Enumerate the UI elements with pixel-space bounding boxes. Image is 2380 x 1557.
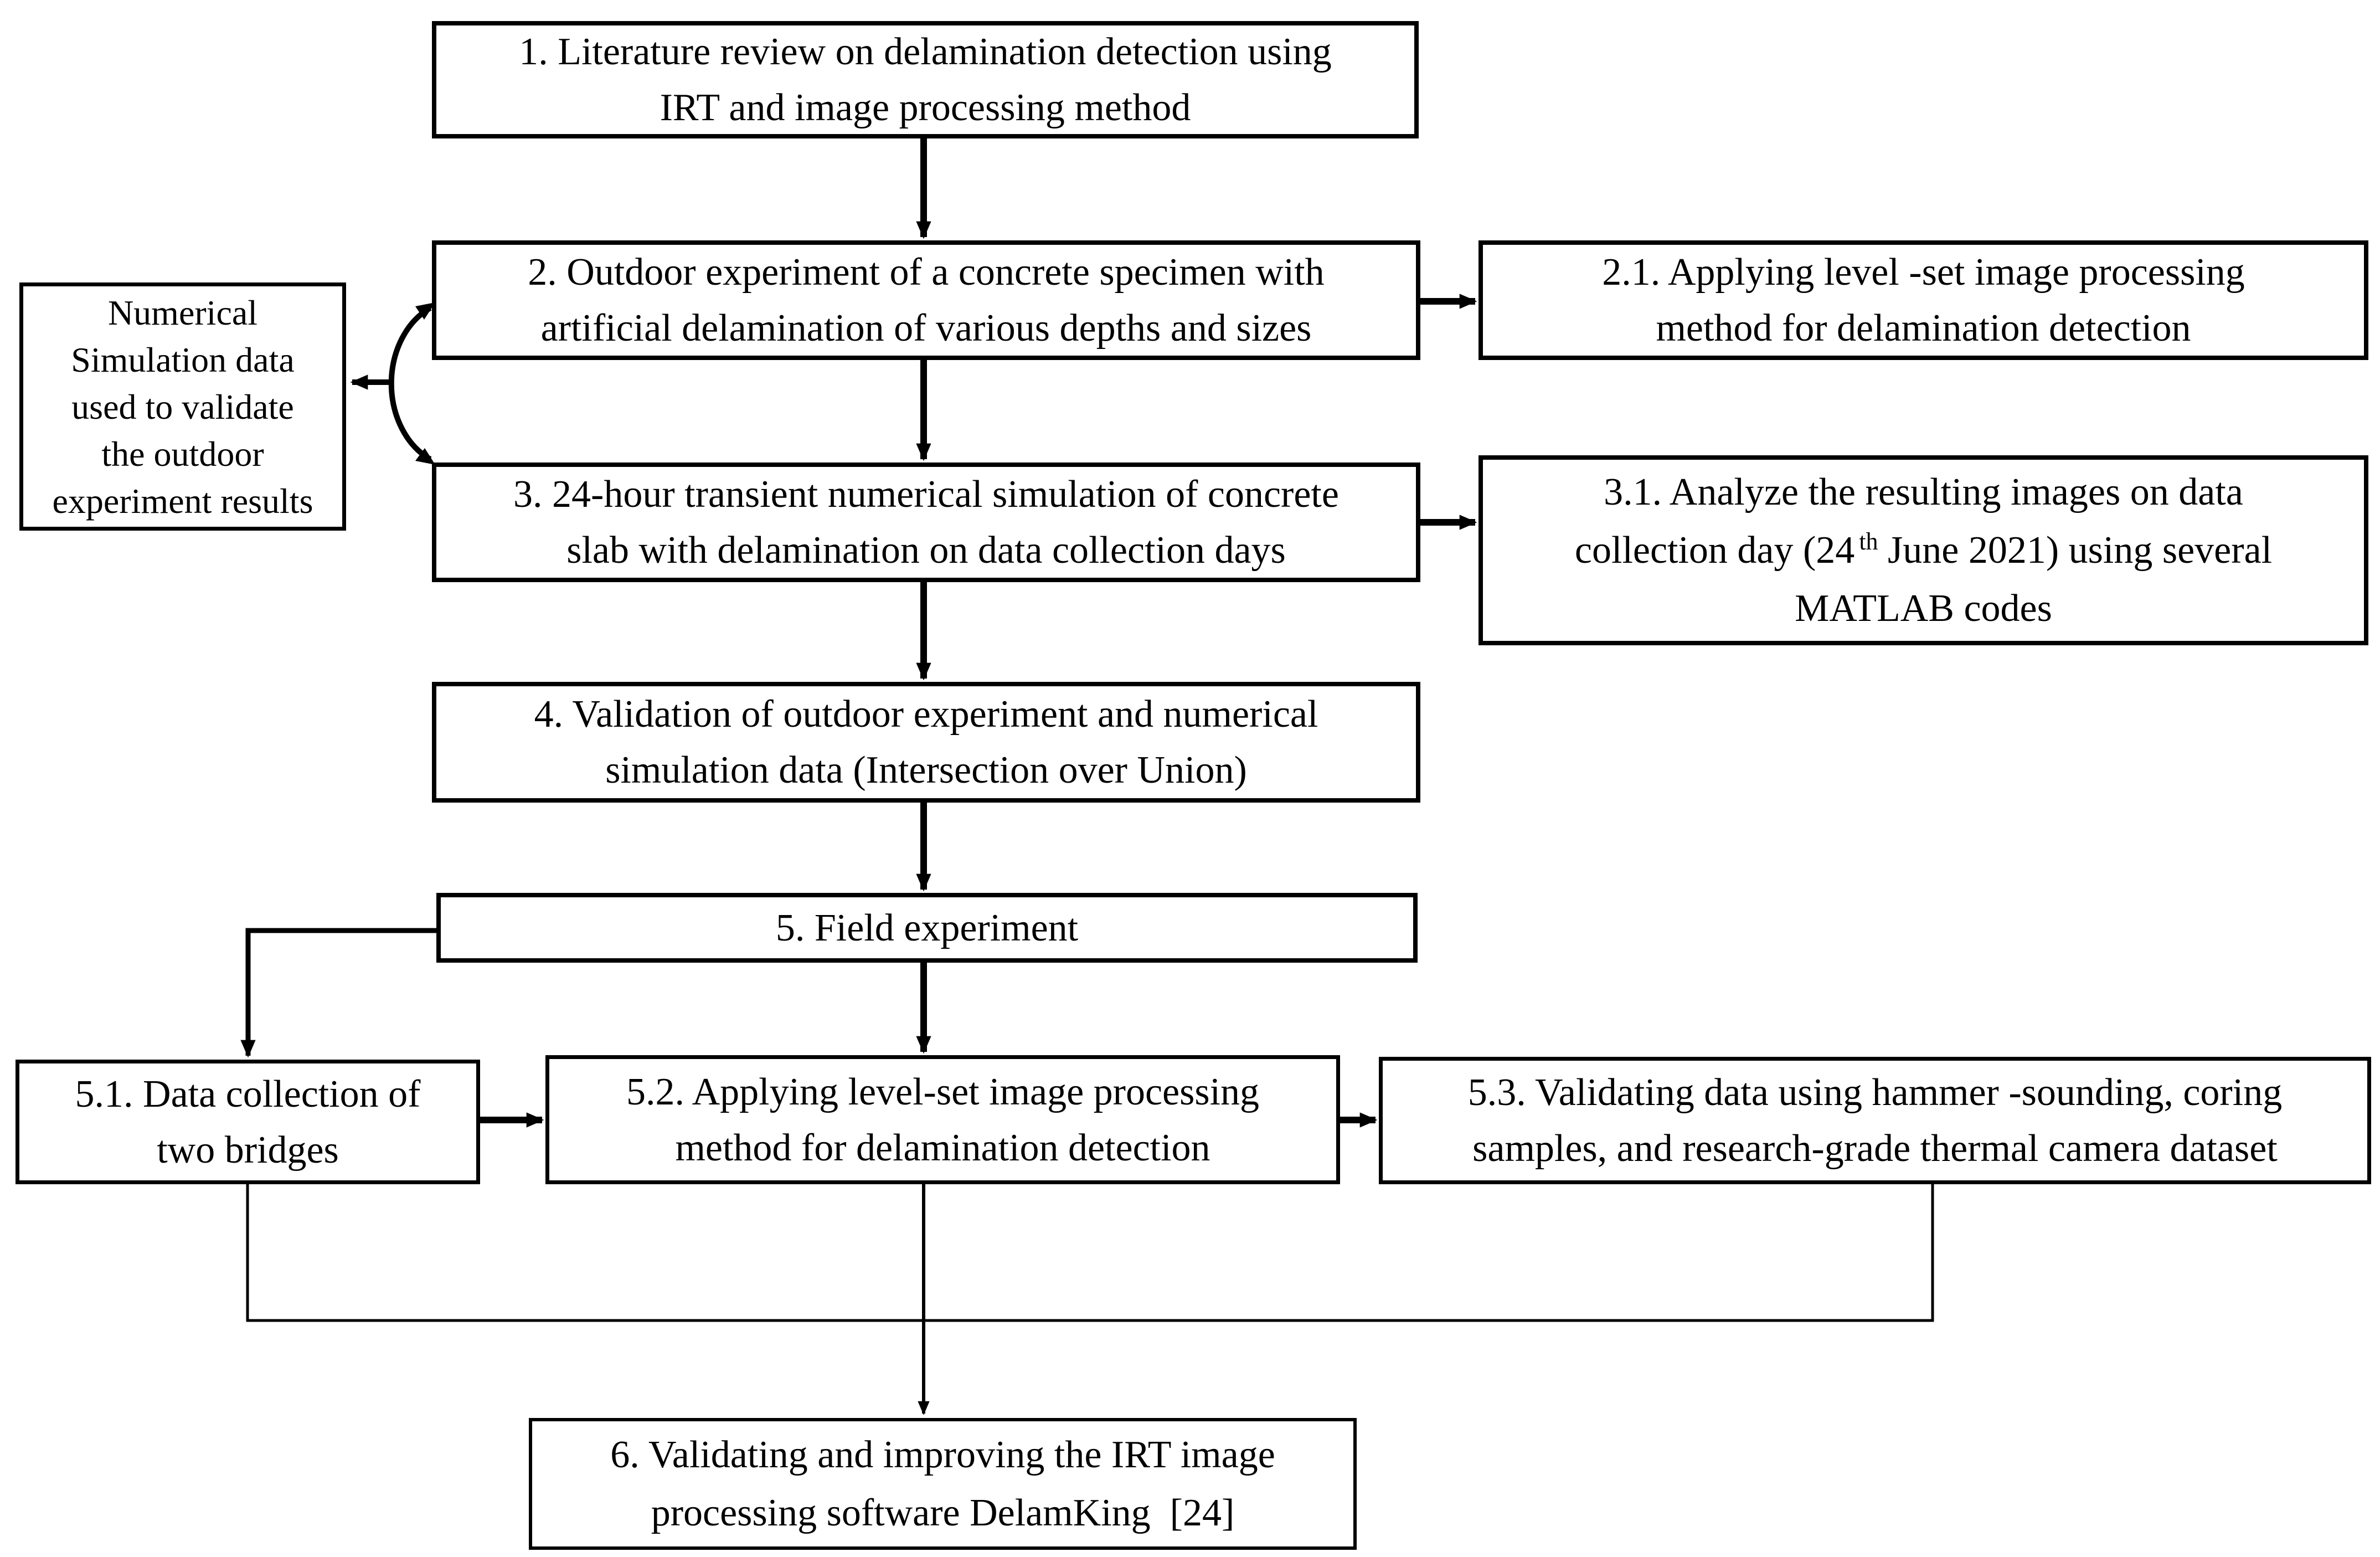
arc-arrowhead-top: [415, 302, 435, 320]
node-ns-line: experiment results: [52, 481, 313, 521]
node-numerical-simulation-note: Numerical Simulation data used to valida…: [19, 282, 346, 531]
arrow-5-to-51: [240, 928, 436, 1058]
node-4-line: 4. Validation of outdoor experiment and …: [534, 693, 1318, 736]
node-5-2-line: 5.2. Applying level-set image processing: [626, 1070, 1260, 1113]
node-1-literature-review: 1. Literature review on delamination det…: [432, 21, 1419, 138]
node-2-1-line: 2.1. Applying level -set image processin…: [1602, 251, 2245, 294]
node-5-1-line: 5.1. Data collection of: [75, 1072, 421, 1116]
node-ns-line: used to validate: [71, 387, 294, 426]
node-3-line: slab with delamination on data collectio…: [566, 529, 1286, 572]
node-2-1-level-set-processing: 2.1. Applying level -set image processin…: [1479, 240, 2368, 360]
node-1-line: 1. Literature review on delamination det…: [519, 30, 1332, 73]
node-5-3-validating-data: 5.3. Validating data using hammer -sound…: [1379, 1057, 2371, 1184]
node-5-1-line: two bridges: [157, 1128, 339, 1171]
node-3-1-line: 3.1. Analyze the resulting images on dat…: [1604, 471, 2243, 513]
node-2-line: artificial delamination of various depth…: [540, 307, 1312, 350]
node-6-validating-delamking: 6. Validating and improving the IRT imag…: [529, 1418, 1357, 1550]
node-2-1-line: method for delamination detection: [1656, 307, 2191, 350]
node-5-field-experiment: 5. Field experiment: [436, 893, 1418, 963]
arc-2-to-3: [388, 305, 432, 462]
node-ns-line: Simulation data: [71, 340, 295, 379]
node-2-line: 2. Outdoor experiment of a concrete spec…: [528, 251, 1325, 294]
node-6-line: processing software DelamKing [24]: [651, 1492, 1235, 1534]
node-4-line: simulation data (Intersection over Union…: [605, 749, 1247, 792]
node-5-2-level-set-processing: 5.2. Applying level-set image processing…: [545, 1055, 1340, 1184]
node-3-transient-simulation: 3. 24-hour transient numerical simulatio…: [432, 463, 1420, 582]
node-4-validation-iou: 4. Validation of outdoor experiment and …: [432, 682, 1420, 803]
node-2-outdoor-experiment: 2. Outdoor experiment of a concrete spec…: [432, 240, 1420, 360]
node-3-1-line: MATLAB codes: [1795, 587, 2052, 630]
node-6-line: 6. Validating and improving the IRT imag…: [610, 1433, 1275, 1476]
node-1-line: IRT and image processing method: [660, 86, 1191, 129]
node-3-1-superscript-th: th: [1859, 527, 1878, 555]
node-5-3-line: 5.3. Validating data using hammer -sound…: [1467, 1071, 2283, 1114]
arc-arrowhead-bottom: [415, 448, 435, 465]
node-3-1-analyze-images: 3.1. Analyze the resulting images on dat…: [1479, 455, 2368, 645]
node-5-2-line: method for delamination detection: [675, 1126, 1210, 1169]
node-ns-line: Numerical: [107, 292, 258, 332]
node-5-1-data-collection: 5.1. Data collection of two bridges: [16, 1060, 480, 1184]
node-3-1-line2-pre: collection day (24: [1574, 529, 1855, 572]
node-5-3-line: samples, and research-grade thermal came…: [1472, 1127, 2278, 1170]
node-ns-line: the outdoor: [101, 434, 264, 474]
node-3-line: 3. 24-hour transient numerical simulatio…: [513, 473, 1339, 516]
node-3-1-line2-post: June 2021) using several: [1878, 529, 2273, 572]
node-5-line: 5. Field experiment: [775, 906, 1079, 949]
